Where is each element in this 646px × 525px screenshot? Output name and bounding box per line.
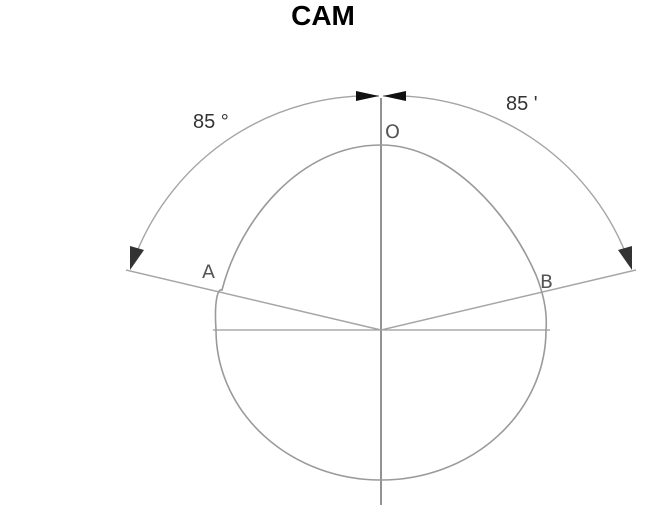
- point-label-a: A: [202, 261, 215, 283]
- arrowhead-left-end: [130, 246, 144, 270]
- radial-line-b: [380, 269, 637, 331]
- arrowhead-top-right: [383, 91, 406, 101]
- point-label-o: O: [385, 121, 400, 143]
- cam-lobe-profile: [214, 144, 548, 331]
- left-angle-label: 85 °: [193, 111, 229, 133]
- diagram-title: CAM: [291, 0, 355, 31]
- arrowhead-right-end: [618, 246, 632, 270]
- cam-base-circle-arc: [215, 329, 547, 481]
- radial-line-a: [125, 269, 382, 331]
- arrowhead-top-left: [356, 91, 379, 101]
- right-angle-dimension-arc: [382, 95, 627, 255]
- point-label-b: B: [540, 271, 553, 293]
- right-angle-label: 85 ': [506, 93, 538, 115]
- left-angle-dimension-arc: [135, 95, 380, 255]
